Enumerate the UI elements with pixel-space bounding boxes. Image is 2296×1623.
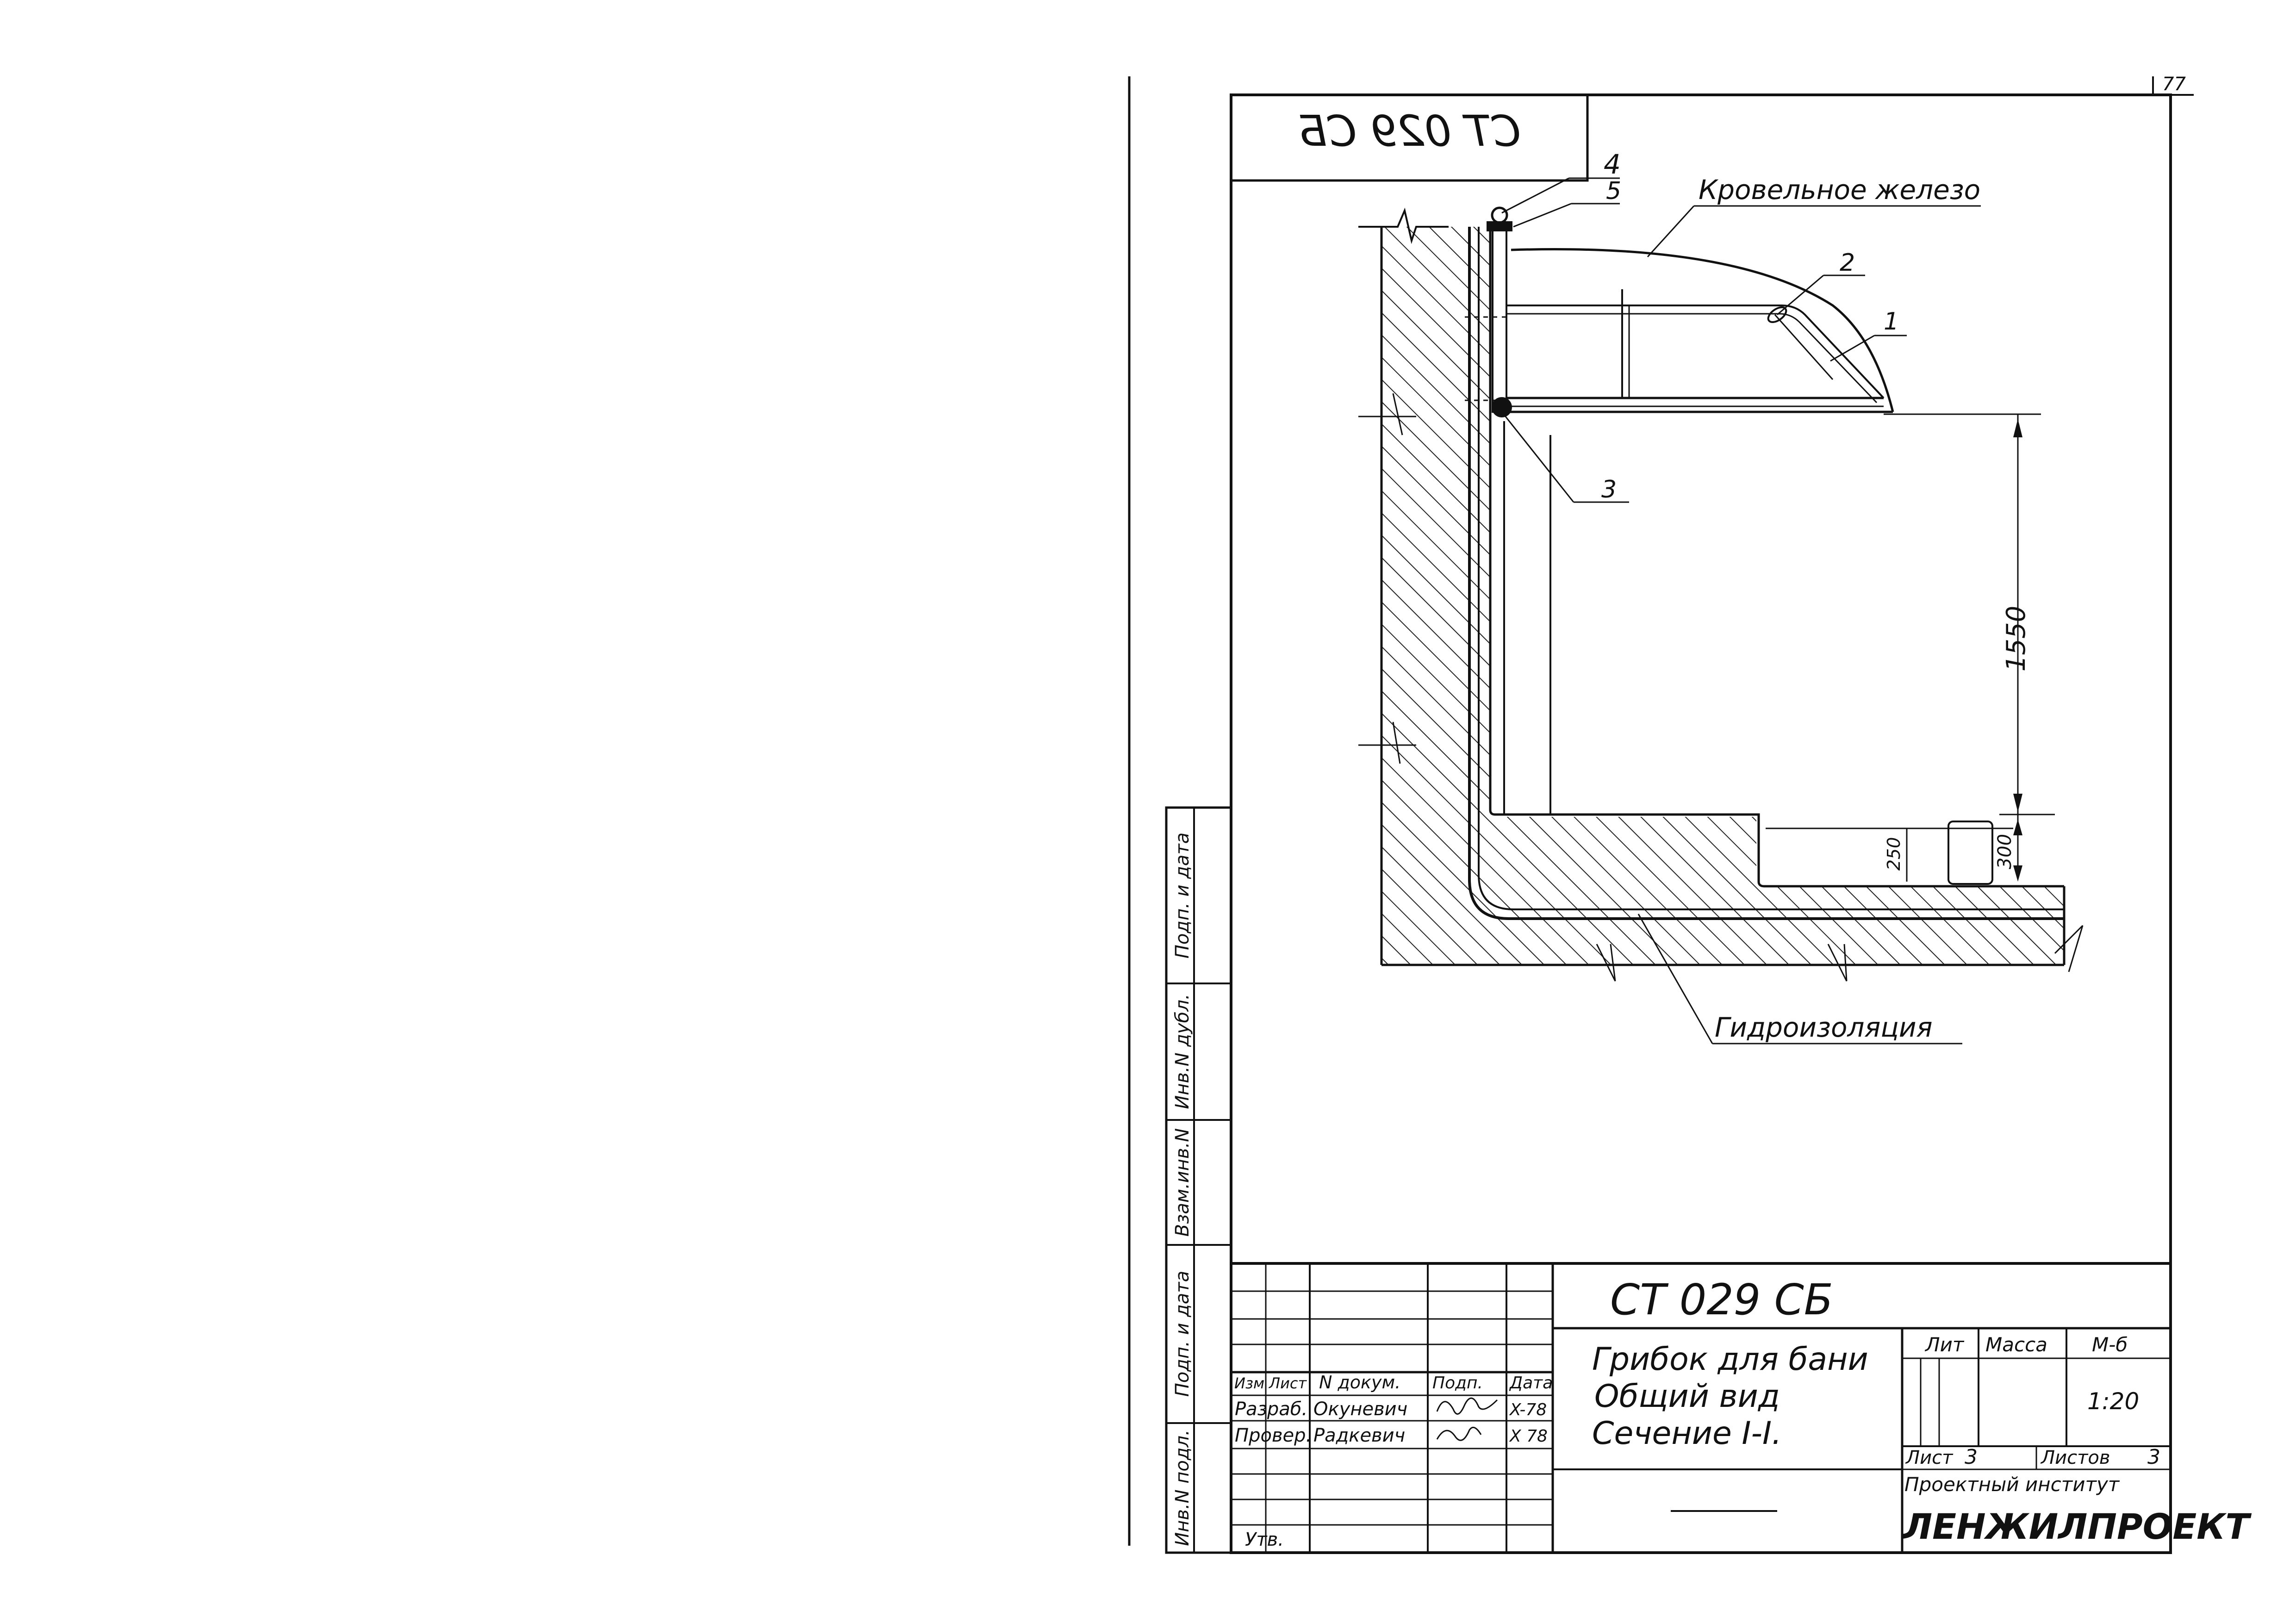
row-date-1: X-78 xyxy=(1509,1400,1547,1419)
signature-1 xyxy=(1436,1397,1498,1415)
title-block: СТ 029 СБ Грибок для бани Общий вид Сече… xyxy=(1230,1262,2252,1554)
sheets-label: Листов xyxy=(2040,1447,2110,1468)
sheet-label: Лист xyxy=(1905,1447,1954,1468)
institute-label: Проектный институт xyxy=(1904,1473,2120,1496)
mirrored-code: СТ 029 СБ xyxy=(1298,106,1521,156)
dimension-300: 300 xyxy=(1994,834,2016,869)
stamp-podp-data-1: Подп. и дата xyxy=(1172,1271,1193,1397)
pool-cavity xyxy=(1502,227,2064,886)
dimension-1550: 1550 xyxy=(2001,606,2031,672)
scale-label: М-б xyxy=(2092,1333,2128,1356)
header-izm: Изм xyxy=(1234,1374,1264,1392)
organization-name: ЛЕНЖИЛПРОЕКТ xyxy=(1902,1506,2252,1547)
scale-value: 1:20 xyxy=(2087,1388,2139,1415)
row-role-razrab: Разраб. xyxy=(1235,1399,1307,1420)
side-stamp: Инв.N подл. Подп. и дата Взам.инв.N Инв.… xyxy=(1165,806,1232,1554)
concrete-section xyxy=(1381,227,2064,965)
callout-2: 2 xyxy=(1840,249,1855,277)
section-drawing: 1550 300 250 4 5 Кровельное железо 2 1 3… xyxy=(1358,149,2084,1045)
lit-label: Лит xyxy=(1924,1333,1965,1356)
roof-label: Кровельное железо xyxy=(1699,174,1980,205)
header-list: Лист xyxy=(1269,1374,1307,1392)
stamp-podp-data-2: Подп. и дата xyxy=(1172,833,1193,958)
callout-3: 3 xyxy=(1601,476,1617,504)
stamp-inv-dubl: Инв.N дубл. xyxy=(1172,994,1193,1109)
drawing-code: СТ 029 СБ xyxy=(1610,1275,1833,1325)
signature-2 xyxy=(1436,1426,1482,1441)
callout-5: 5 xyxy=(1606,177,1621,205)
sheet-value: 3 xyxy=(1965,1445,1978,1469)
header-data: Дата xyxy=(1509,1374,1553,1393)
approved-label: Утв. xyxy=(1245,1529,1284,1550)
title-line-2: Общий вид xyxy=(1594,1378,1780,1415)
callout-1: 1 xyxy=(1884,308,1899,336)
title-line-1: Грибок для бани xyxy=(1592,1341,1868,1378)
row-date-2: X 78 xyxy=(1509,1427,1548,1446)
header-podp: Подп. xyxy=(1432,1374,1483,1393)
row-name-radkevich: Радкевич xyxy=(1313,1425,1405,1446)
stamp-inv-podl: Инв.N подл. xyxy=(1172,1430,1193,1546)
callout-4: 4 xyxy=(1604,149,1621,180)
dimension-250: 250 xyxy=(1884,837,1904,871)
page-number: 77 xyxy=(2162,74,2186,95)
mirrored-code-box xyxy=(1230,93,1589,182)
sheets-value: 3 xyxy=(2147,1445,2160,1469)
waterproofing-label: Гидроизоляция xyxy=(1715,1012,1932,1043)
row-name-okunevich: Окуневич xyxy=(1313,1399,1407,1420)
title-line-3: Сечение I-I. xyxy=(1592,1415,1782,1452)
row-role-prover: Провер. xyxy=(1235,1425,1312,1446)
header-ndokum: N докум. xyxy=(1319,1372,1400,1393)
stamp-vzam-inv: Взам.инв.N xyxy=(1172,1128,1193,1237)
mass-label: Масса xyxy=(1985,1333,2047,1356)
roof-sheet xyxy=(1511,248,1894,412)
